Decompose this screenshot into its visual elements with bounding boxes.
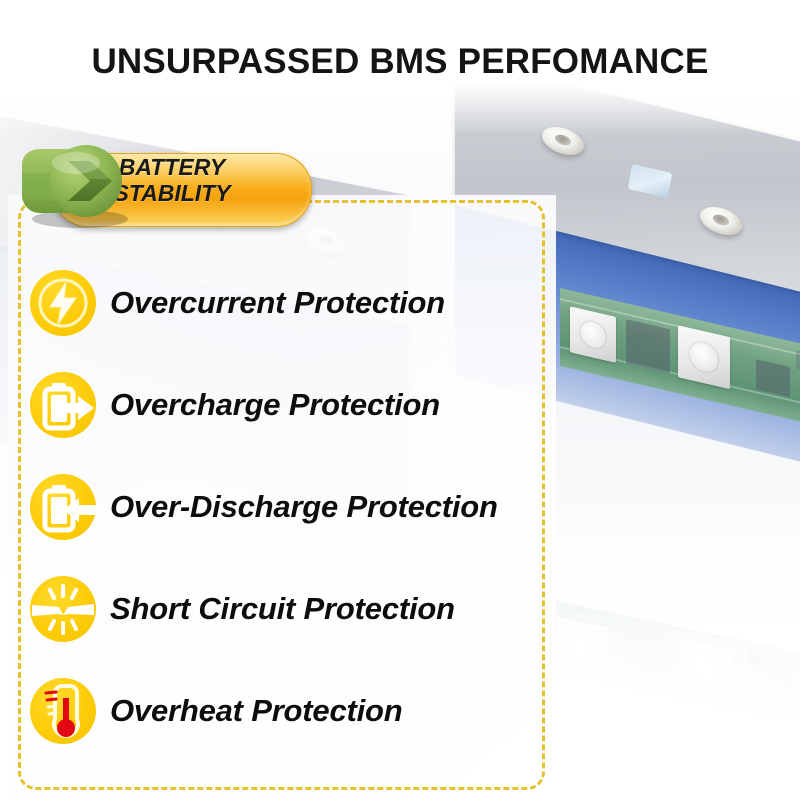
photo-fade-top [0, 0, 800, 135]
battery-stability-badge: BATTERY STABILITY [14, 143, 312, 229]
features-list: Overcurrent Protection Overcharge Protec… [30, 252, 550, 762]
badge-text: BATTERY STABILITY [74, 154, 270, 206]
list-item: Over-Discharge Protection [30, 456, 550, 558]
list-item-label: Overcharge Protection [110, 387, 441, 422]
badge-line-2: STABILITY [113, 180, 231, 206]
list-item-label: Over-Discharge Protection [110, 489, 498, 524]
photo-fade-panel [8, 195, 556, 795]
badge-line-1: BATTERY [118, 154, 226, 180]
green-leaf-chevron-icon [22, 145, 128, 228]
page-title: UNSURPASSED BMS PERFOMANCE [91, 42, 709, 81]
list-item-label: Overheat Protection [110, 693, 403, 728]
list-item-label: Short Circuit Protection [110, 591, 455, 626]
battery-arrow-in-icon [30, 372, 96, 438]
list-item-label: Overcurrent Protection [110, 285, 445, 320]
broken-wire-spark-icon [30, 576, 96, 642]
list-item: Overcharge Protection [30, 354, 550, 456]
list-item: Overcurrent Protection [30, 252, 550, 354]
list-item: Overheat Protection [30, 660, 550, 762]
thermometer-icon [30, 678, 96, 744]
list-item: Short Circuit Protection [30, 558, 550, 660]
lightning-bolt-icon [30, 270, 96, 336]
battery-arrow-out-icon [30, 474, 96, 540]
